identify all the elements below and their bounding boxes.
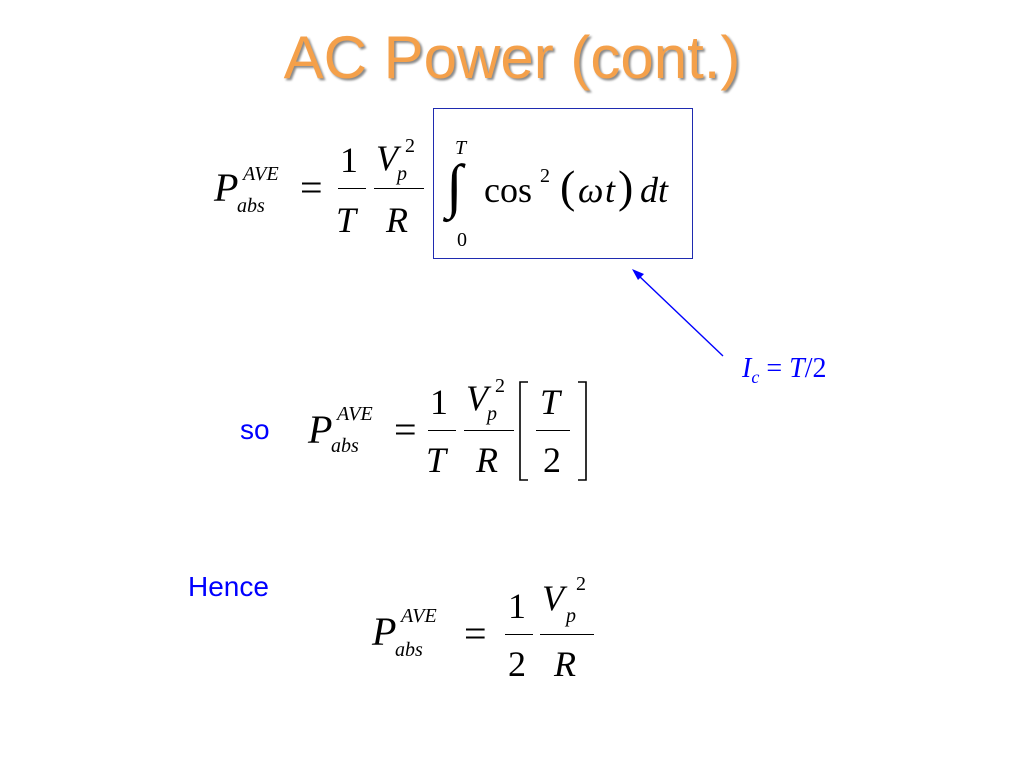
annotation-T: T: [789, 353, 805, 384]
fraction-denominator: T: [336, 200, 357, 240]
voltage-superscript: 2: [495, 375, 505, 397]
voltage-subscript: p: [397, 163, 407, 185]
power-symbol: P: [372, 609, 397, 654]
power-subscript: abs: [331, 435, 359, 457]
fraction-bar: [338, 188, 366, 189]
annotation-subscript: c: [751, 367, 760, 387]
cosine-superscript: 2: [540, 165, 550, 187]
right-paren: ): [618, 161, 634, 212]
integral-annotation: Ic = T/2: [742, 353, 827, 387]
fraction-bar: [505, 634, 533, 635]
differential-dt: dt: [640, 170, 669, 210]
voltage-symbol: V: [466, 378, 488, 418]
voltage-symbol: V: [542, 578, 564, 618]
time-variable: t: [605, 170, 616, 210]
equals-sign: =: [464, 611, 487, 656]
voltage-subscript: p: [487, 403, 497, 425]
resistance-symbol: R: [554, 644, 576, 684]
power-superscript: AVE: [401, 605, 437, 627]
fraction-bar: [374, 188, 424, 189]
fraction-numerator: 1: [508, 586, 526, 626]
voltage-symbol: V: [376, 138, 398, 178]
fraction-bar: [540, 634, 594, 635]
bracket-numerator: T: [540, 382, 561, 422]
integral-sign: ∫: [446, 153, 463, 219]
power-superscript: AVE: [243, 163, 279, 185]
annotation-two: 2: [812, 353, 827, 384]
power-symbol: P: [214, 165, 239, 210]
fraction-denominator: T: [426, 440, 447, 480]
voltage-superscript: 2: [576, 573, 586, 595]
annotation-equals: =: [759, 353, 790, 384]
annotation-slash: /: [804, 353, 813, 384]
cosine-function: cos: [484, 170, 532, 210]
hence-label: Hence: [188, 571, 269, 602]
fraction-bar: [428, 430, 456, 431]
integral-upper-limit: T: [455, 137, 467, 159]
power-subscript: abs: [237, 195, 265, 217]
omega-symbol: ω: [578, 170, 604, 210]
resistance-symbol: R: [386, 200, 408, 240]
fraction-bar: [536, 430, 570, 431]
annotation-I: I: [742, 353, 752, 384]
power-superscript: AVE: [337, 403, 373, 425]
power-subscript: abs: [395, 639, 423, 661]
left-paren: (: [560, 161, 576, 212]
equals-sign: =: [300, 165, 323, 210]
fraction-bar: [464, 430, 514, 431]
power-symbol: P: [308, 407, 333, 452]
bracket-denominator: 2: [543, 440, 561, 480]
so-label: so: [240, 414, 270, 445]
resistance-symbol: R: [476, 440, 498, 480]
voltage-superscript: 2: [405, 135, 415, 157]
slide-title: AC Power (cont.): [283, 24, 741, 91]
square-brackets: [519, 381, 587, 481]
voltage-subscript: p: [566, 605, 576, 627]
equals-sign: =: [394, 407, 417, 452]
fraction-numerator: 1: [430, 382, 448, 422]
integral-highlight-box: [433, 108, 693, 259]
fraction-numerator: 1: [340, 140, 358, 180]
fraction-denominator: 2: [508, 644, 526, 684]
integral-lower-limit: 0: [457, 229, 467, 251]
